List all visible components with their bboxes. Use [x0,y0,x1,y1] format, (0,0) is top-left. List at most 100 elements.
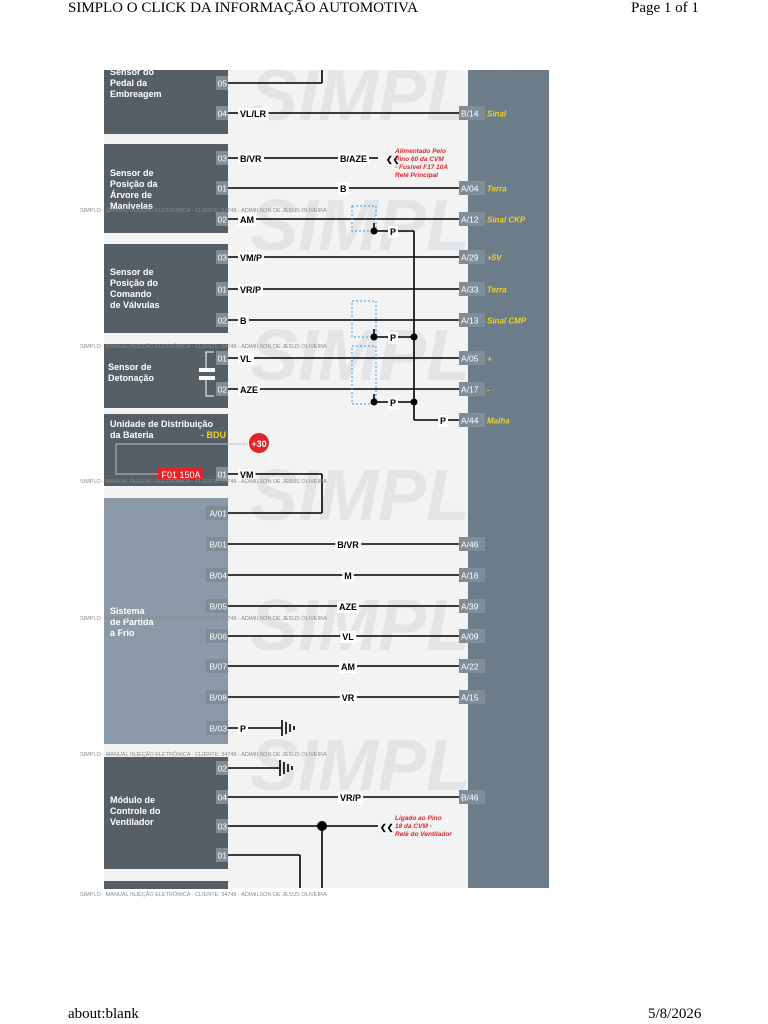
ground-icon [279,760,293,776]
wire-color-label-bg [238,353,255,365]
connector-arrow-icon: ❮❮ [386,155,399,165]
ecu-pin-number: A/46 [461,540,479,550]
pin-tag [216,351,228,365]
ecu-pin-tag [459,629,485,643]
pin-tag [216,282,228,296]
note-cvm60: Alimentado Pelo [394,148,446,155]
pin-tag [216,761,228,775]
pin-tag [206,568,228,582]
pin-number: B/04 [210,571,228,581]
component-box [104,757,228,869]
note-cvm60: - Fusível F17 10A [395,164,448,171]
ecu-pin-number: A/09 [461,632,479,642]
pin-number: B/06 [210,632,228,642]
shield-wire-label: P [390,227,396,237]
pin-number: 05 [218,79,228,89]
wire-color-label-bg [339,692,357,704]
fuse-label: F01 150A [161,470,200,480]
wire-color-label: VM/P [240,253,262,263]
note-cvm18: 18 da CVM - [395,823,432,830]
wire-color-label-bg [238,315,249,327]
pin-number: 01 [218,354,228,364]
wire-color-label-bg [238,384,260,396]
ecu-pin-tag [459,568,485,582]
pin-number: B/03 [210,724,228,734]
pin-number: 01 [218,470,228,480]
component-box [104,144,228,233]
note-cvm60: Relé Principal [395,172,438,179]
ecu-pin-number: A/39 [461,602,479,612]
connector-arrow-icon: ❮❮ [380,823,393,833]
supply-label: +30 [251,439,266,449]
wire-color-label-bg [340,631,357,643]
wire-color-label: B [340,184,347,194]
ecu-pin-number: A/15 [461,693,479,703]
knock-sensor-leads [205,351,214,397]
wire-color-label-bg [338,183,349,195]
component-label-fan: Módulo de [110,795,155,805]
watermark-notice: SIMPLO - MANUAL INJEÇÃO ELETRÔNICA - CLI… [80,207,327,214]
pin-number: B/07 [210,662,228,672]
watermark-notice: SIMPLO - MANUAL INJEÇÃO ELETRÔNICA - CLI… [80,478,327,485]
pin-tag [216,467,228,481]
component-label-cmp: de Válvulas [110,300,160,310]
ecu-pin-number: A/33 [461,285,479,295]
page-number: Page 1 of 1 [631,0,699,16]
component-label-knock: Detonação [108,373,155,383]
pin-number: 01 [218,285,228,295]
component-box [104,881,228,889]
pin-tag [216,250,228,264]
pin-tag [216,212,228,226]
wire-color-label: VR/P [340,793,361,803]
ecu-signal-label: - [487,386,490,395]
ecu-pin-tag [459,690,485,704]
note-cvm18: Ligado ao Pino [395,815,442,822]
ecu-pin-number: A/05 [461,354,479,364]
watermark-notice: SIMPLO - MANUAL INJEÇÃO ELETRÔNICA - CLI… [80,343,327,350]
wire-color-label: AZE [240,385,258,395]
ecu-pin-number: A/04 [461,184,479,194]
shield-bus-dot [410,398,418,406]
ecu-pin-number: A/22 [461,662,479,672]
ecu-pin-tag [459,106,485,120]
wire-color-label: VR/P [240,285,261,295]
ecu-connector-bar [468,70,549,888]
pin-number: 03 [218,154,228,164]
watermark-notice: SIMPLO - MANUAL INJEÇÃO ELETRÔNICA - CLI… [80,751,327,758]
pin-number: 02 [218,764,228,774]
component-box [104,70,228,134]
note-cvm18: Relé do Ventilador [395,831,452,838]
shield-wire-label-bg [388,332,399,344]
wire-color-label: B/VR [240,154,262,164]
bdu-internal-line [115,443,248,475]
wire-color-label-bg [238,214,256,226]
component-box [104,244,228,333]
pin-tag [206,506,228,520]
pin-number: 03 [218,822,228,832]
pin-tag [206,599,228,613]
pin-number: 04 [218,109,228,119]
pin-number: B/05 [210,602,228,612]
wire-color-label-bg [238,284,264,296]
pin-number: 03 [218,253,228,263]
wire-color-label: P [440,416,446,426]
watermark-notice: SIMPLO - MANUAL INJEÇÃO ELETRÔNICA - CLI… [80,615,327,622]
ecu-signal-label: + [487,355,492,364]
ecu-pin-tag [459,250,485,264]
pin-tag [206,629,228,643]
pin-tag [216,382,228,396]
pin-tag [216,790,228,804]
wire-color-label: VL/LR [240,109,266,119]
component-label-coldstart: de Partida [110,617,155,627]
wire-color-label: AZE [339,602,357,612]
wire-color-label: M [344,571,352,581]
pin-number: 02 [218,385,228,395]
wire-color-label: AM [341,662,355,672]
shield-outline [351,345,377,405]
shield-bus-dot [410,333,418,341]
shield-wire-label: P [390,398,396,408]
wire-color-label-bg [238,469,256,481]
footer-date: 5/8/2026 [648,1006,702,1022]
pin-tag [216,181,228,195]
